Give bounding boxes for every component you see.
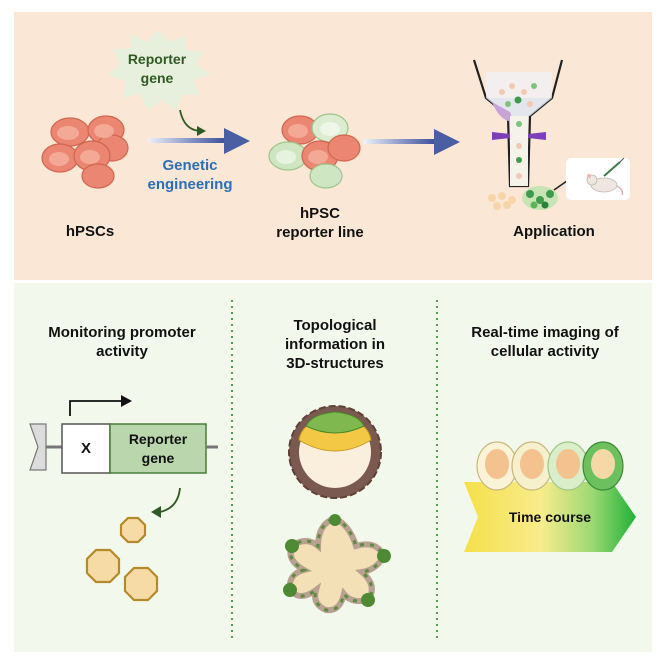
application-arrow [364,129,460,155]
hpscs-label: hPSCs [65,223,115,240]
genetic-engineering-label: Genetic engineering [140,156,240,194]
time-course-label: Time course [508,509,592,525]
construct-x-label: X [80,440,91,457]
flow-cytometer-funnel [472,59,564,188]
time-course-cells [476,441,624,491]
engineering-line-2: engineering [147,176,233,193]
mouse-injection-card [566,157,630,200]
engineering-arrow [148,128,250,154]
reporter-line-line-1: hPSC [299,205,340,222]
construct-reporter-line-2: gene [141,450,175,466]
sorted-cell-pile [488,173,578,210]
time-course-arrow [464,482,636,552]
hpsc-cell-cluster [41,115,129,189]
burst-text: Reporter gene [112,50,202,88]
application-label: Application [513,223,595,240]
promoter-title-line-2: activity [96,343,148,360]
reporter-line-cell-cluster [268,113,361,189]
topology-title-line-3: 3D-structures [286,355,384,372]
promoter-title: Monitoring promoter activity [22,323,222,361]
topology-title-line-1: Topological [293,317,377,334]
promoter-curved-arrow [151,487,181,518]
construct-reporter-line-1: Reporter [128,431,188,447]
reporter-protein-octagons [85,516,159,602]
construct-reporter-label: Reporter gene [110,430,206,468]
engineering-line-1: Genetic [162,157,218,174]
reporter-line-label: hPSC reporter line [260,204,380,242]
topology-title: Topological information in 3D-structures [250,316,420,373]
imaging-title-line-2: cellular activity [490,343,600,360]
curved-green-arrow [179,109,206,136]
imaging-title-line-1: Real-time imaging of [471,324,619,341]
topology-title-line-2: information in [285,336,385,353]
reporter-line-line-2: reporter line [276,224,364,241]
burst-text-line-1: Reporter [127,51,187,67]
burst-text-line-2: gene [140,70,174,86]
cyst-organoid [288,405,382,499]
branched-organoid [283,514,391,614]
promoter-construct [29,395,218,474]
imaging-title: Real-time imaging of cellular activity [445,323,645,361]
reporter-gene-burst [108,30,210,110]
promoter-title-line-1: Monitoring promoter [48,324,196,341]
